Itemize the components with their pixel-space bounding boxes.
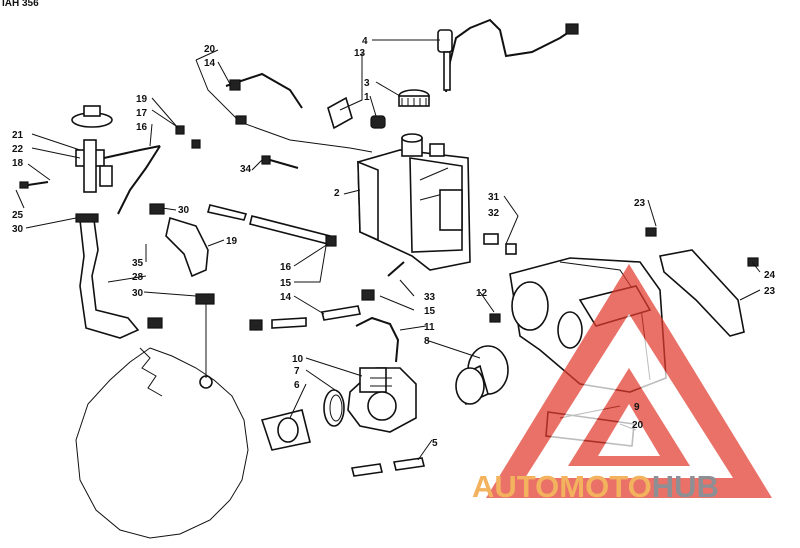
engine-outline	[75, 347, 249, 539]
hose-21	[165, 216, 209, 278]
callout-11: 11	[424, 322, 435, 333]
callout-15: 14	[280, 292, 292, 303]
hose-31	[79, 219, 140, 339]
silencer-bracket-26	[659, 249, 745, 337]
carb-clamp-6	[323, 389, 345, 427]
fitting-32	[505, 243, 517, 255]
vent-fitting	[235, 115, 247, 125]
fuel-tank	[357, 149, 471, 271]
callout-19a: 17	[136, 108, 148, 119]
callout-26: 23	[764, 286, 776, 297]
clamp-30b	[149, 203, 165, 215]
clamp-30d	[147, 317, 163, 329]
callout-1: 1	[364, 92, 370, 103]
tank-filler-neck	[401, 133, 445, 157]
callout-4: 4	[362, 36, 368, 47]
oil-tee-fitting	[75, 139, 113, 193]
vent-clip	[229, 79, 241, 91]
fuel-line-15b	[321, 305, 361, 321]
watermark-auto: AUTO	[472, 469, 559, 504]
callout-18: 16	[136, 122, 148, 133]
watermark-text: AUTOMOTOHUB	[472, 469, 719, 504]
fuel-line-a	[206, 204, 248, 221]
line-18	[103, 145, 161, 159]
callout-16b: 15	[424, 306, 436, 317]
callout-17: 16	[280, 262, 292, 273]
fitting-33	[387, 261, 405, 277]
clamp-16b	[325, 235, 337, 247]
clamp-30c	[195, 293, 215, 305]
callout-23: 20	[204, 44, 216, 55]
callout-3: 3	[364, 78, 370, 89]
washer-19	[175, 125, 185, 135]
intake-flange-7	[260, 409, 311, 451]
impulse-hose-11	[355, 316, 400, 363]
fitting-29	[483, 233, 499, 245]
callout-27a: 23	[634, 198, 646, 209]
grommet-1	[370, 115, 386, 129]
carburetor	[347, 367, 417, 433]
callout-16a: 15	[280, 278, 292, 289]
fuel-gauge-sender	[437, 18, 579, 93]
callout-12: 12	[476, 288, 488, 299]
callout-9: 9	[634, 402, 640, 413]
clamp-16a	[249, 319, 263, 331]
vent-hose	[225, 72, 303, 109]
intake-boot-8	[455, 345, 509, 406]
callout-22: 20	[632, 420, 644, 431]
callout-30a: 30	[12, 224, 24, 235]
bracket-18	[117, 145, 161, 215]
vent-line	[195, 59, 373, 153]
watermark-moto: MOTO	[559, 469, 651, 504]
callout-13: 13	[354, 48, 366, 59]
decal-13	[327, 96, 353, 130]
callout-33: 33	[424, 292, 436, 303]
callout-25: 22	[12, 144, 24, 155]
callout-31: 28	[132, 272, 144, 283]
callout-24: 21	[12, 130, 24, 141]
clamp-30a	[75, 213, 99, 223]
screw-27a	[645, 227, 657, 237]
callout-8: 8	[424, 336, 430, 347]
callout-27b: 24	[764, 270, 776, 281]
screw-12	[489, 313, 501, 323]
callout-20: 19	[136, 94, 148, 105]
fuel-cap	[398, 89, 430, 107]
callout-6: 6	[294, 380, 300, 391]
screw-28	[19, 181, 29, 189]
callout-7: 7	[294, 366, 300, 377]
callout-32: 32	[488, 208, 500, 219]
callout-30b: 30	[178, 205, 190, 216]
callout-5: 5	[432, 438, 438, 449]
fuel-line-17	[249, 215, 331, 245]
callout-34: 34	[240, 164, 252, 175]
clamp-33	[361, 289, 375, 301]
bolt-34	[261, 155, 299, 169]
oil-filler-cap	[71, 105, 113, 128]
fuel-line-5	[351, 457, 425, 477]
callout-14: 14	[204, 58, 216, 69]
callout-30c: 30	[132, 288, 144, 299]
watermark-logo	[486, 264, 772, 498]
callout-21: 19	[226, 236, 238, 247]
watermark-hub: HUB	[652, 469, 719, 504]
callout-35: 35	[132, 258, 144, 269]
callout-29: 31	[488, 192, 500, 203]
callout-10: 10	[292, 354, 304, 365]
header-fragment: IAH 356	[2, 0, 39, 9]
leader-lines	[15, 39, 761, 461]
callout-28: 25	[12, 210, 24, 221]
fuel-line-15a	[271, 317, 307, 329]
callout-19b: 18	[12, 158, 24, 169]
nut-20	[191, 139, 201, 149]
screw-27b	[747, 257, 759, 267]
callout-2: 2	[334, 188, 340, 199]
